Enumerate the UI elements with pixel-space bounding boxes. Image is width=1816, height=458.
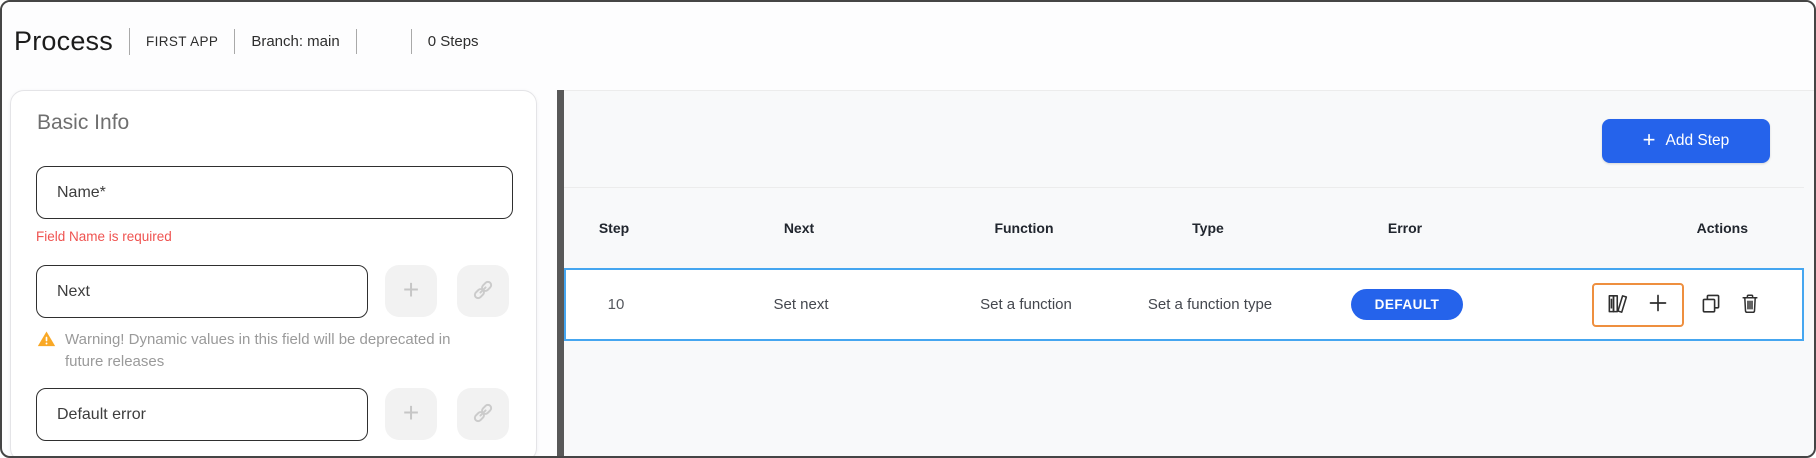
column-header-next: Next: [783, 220, 815, 236]
warning-triangle-icon: [36, 329, 57, 354]
steps-count: 0 Steps: [427, 33, 479, 50]
plus-icon: +: [1642, 127, 1656, 152]
column-header-step: Step: [598, 220, 630, 236]
table-row[interactable]: 10 Set next Set a function Set a functio…: [564, 268, 1804, 341]
separator: [128, 28, 130, 55]
cell-next: Set next: [773, 296, 829, 313]
table-header-row: Step Next Function Type Error Actions: [564, 188, 1804, 268]
default-error-input[interactable]: [36, 388, 368, 441]
breadcrumb: Process FIRST APP Branch: main 0 Steps: [14, 26, 479, 57]
add-substep-button[interactable]: [1646, 291, 1670, 318]
name-input[interactable]: [36, 166, 513, 219]
column-header-error: Error: [1387, 220, 1423, 236]
basic-info-heading: Basic Info: [37, 111, 130, 134]
add-step-button[interactable]: + Add Step: [1602, 119, 1770, 163]
page-title: Process: [14, 26, 113, 56]
basic-info-panel: Basic Info Field Name is required +: [10, 90, 537, 456]
name-error-text: Field Name is required: [36, 229, 172, 244]
branch-label: Branch: main: [251, 33, 340, 50]
column-header-actions: Actions: [1696, 220, 1748, 236]
highlighted-actions-group: [1592, 282, 1684, 327]
delete-step-button[interactable]: [1738, 291, 1762, 318]
cell-type: Set a function type: [1147, 296, 1273, 313]
copy-icon: [1699, 291, 1723, 318]
warning-text: Warning! Dynamic values in this field wi…: [65, 331, 451, 370]
column-header-function: Function: [994, 220, 1054, 236]
cell-actions: [1510, 282, 1802, 327]
separator: [355, 29, 357, 54]
separator: [234, 29, 236, 54]
cell-function: Set a function: [980, 296, 1072, 313]
link-chain-icon: [470, 277, 496, 306]
page-header: Process FIRST APP Branch: main 0 Steps: [2, 2, 1814, 90]
app-name: FIRST APP: [145, 34, 219, 49]
deprecation-warning: Warning! Dynamic values in this field wi…: [36, 329, 488, 373]
default-error-link-button[interactable]: [457, 388, 509, 440]
library-books-button[interactable]: [1606, 291, 1631, 319]
panel-resize-divider[interactable]: [557, 90, 564, 456]
plus-icon: [1646, 291, 1670, 318]
separator: [410, 29, 412, 54]
default-badge[interactable]: DEFAULT: [1350, 288, 1464, 321]
library-books-icon: [1606, 291, 1631, 319]
next-add-button[interactable]: +: [385, 265, 437, 317]
plus-icon: +: [402, 397, 420, 428]
cell-error: DEFAULT: [1304, 288, 1510, 321]
next-link-button[interactable]: [457, 265, 509, 317]
default-error-add-button[interactable]: +: [385, 388, 437, 440]
column-header-type: Type: [1192, 220, 1224, 236]
trash-icon: [1738, 291, 1762, 318]
add-step-label: Add Step: [1665, 132, 1730, 149]
next-input[interactable]: [36, 265, 368, 318]
copy-step-button[interactable]: [1699, 291, 1723, 318]
steps-toolbar: + Add Step: [564, 91, 1804, 188]
cell-step: 10: [607, 296, 625, 313]
steps-panel: + Add Step Step Next Function Type Error…: [564, 90, 1814, 456]
link-chain-icon: [470, 400, 496, 429]
plus-icon: +: [402, 274, 420, 305]
